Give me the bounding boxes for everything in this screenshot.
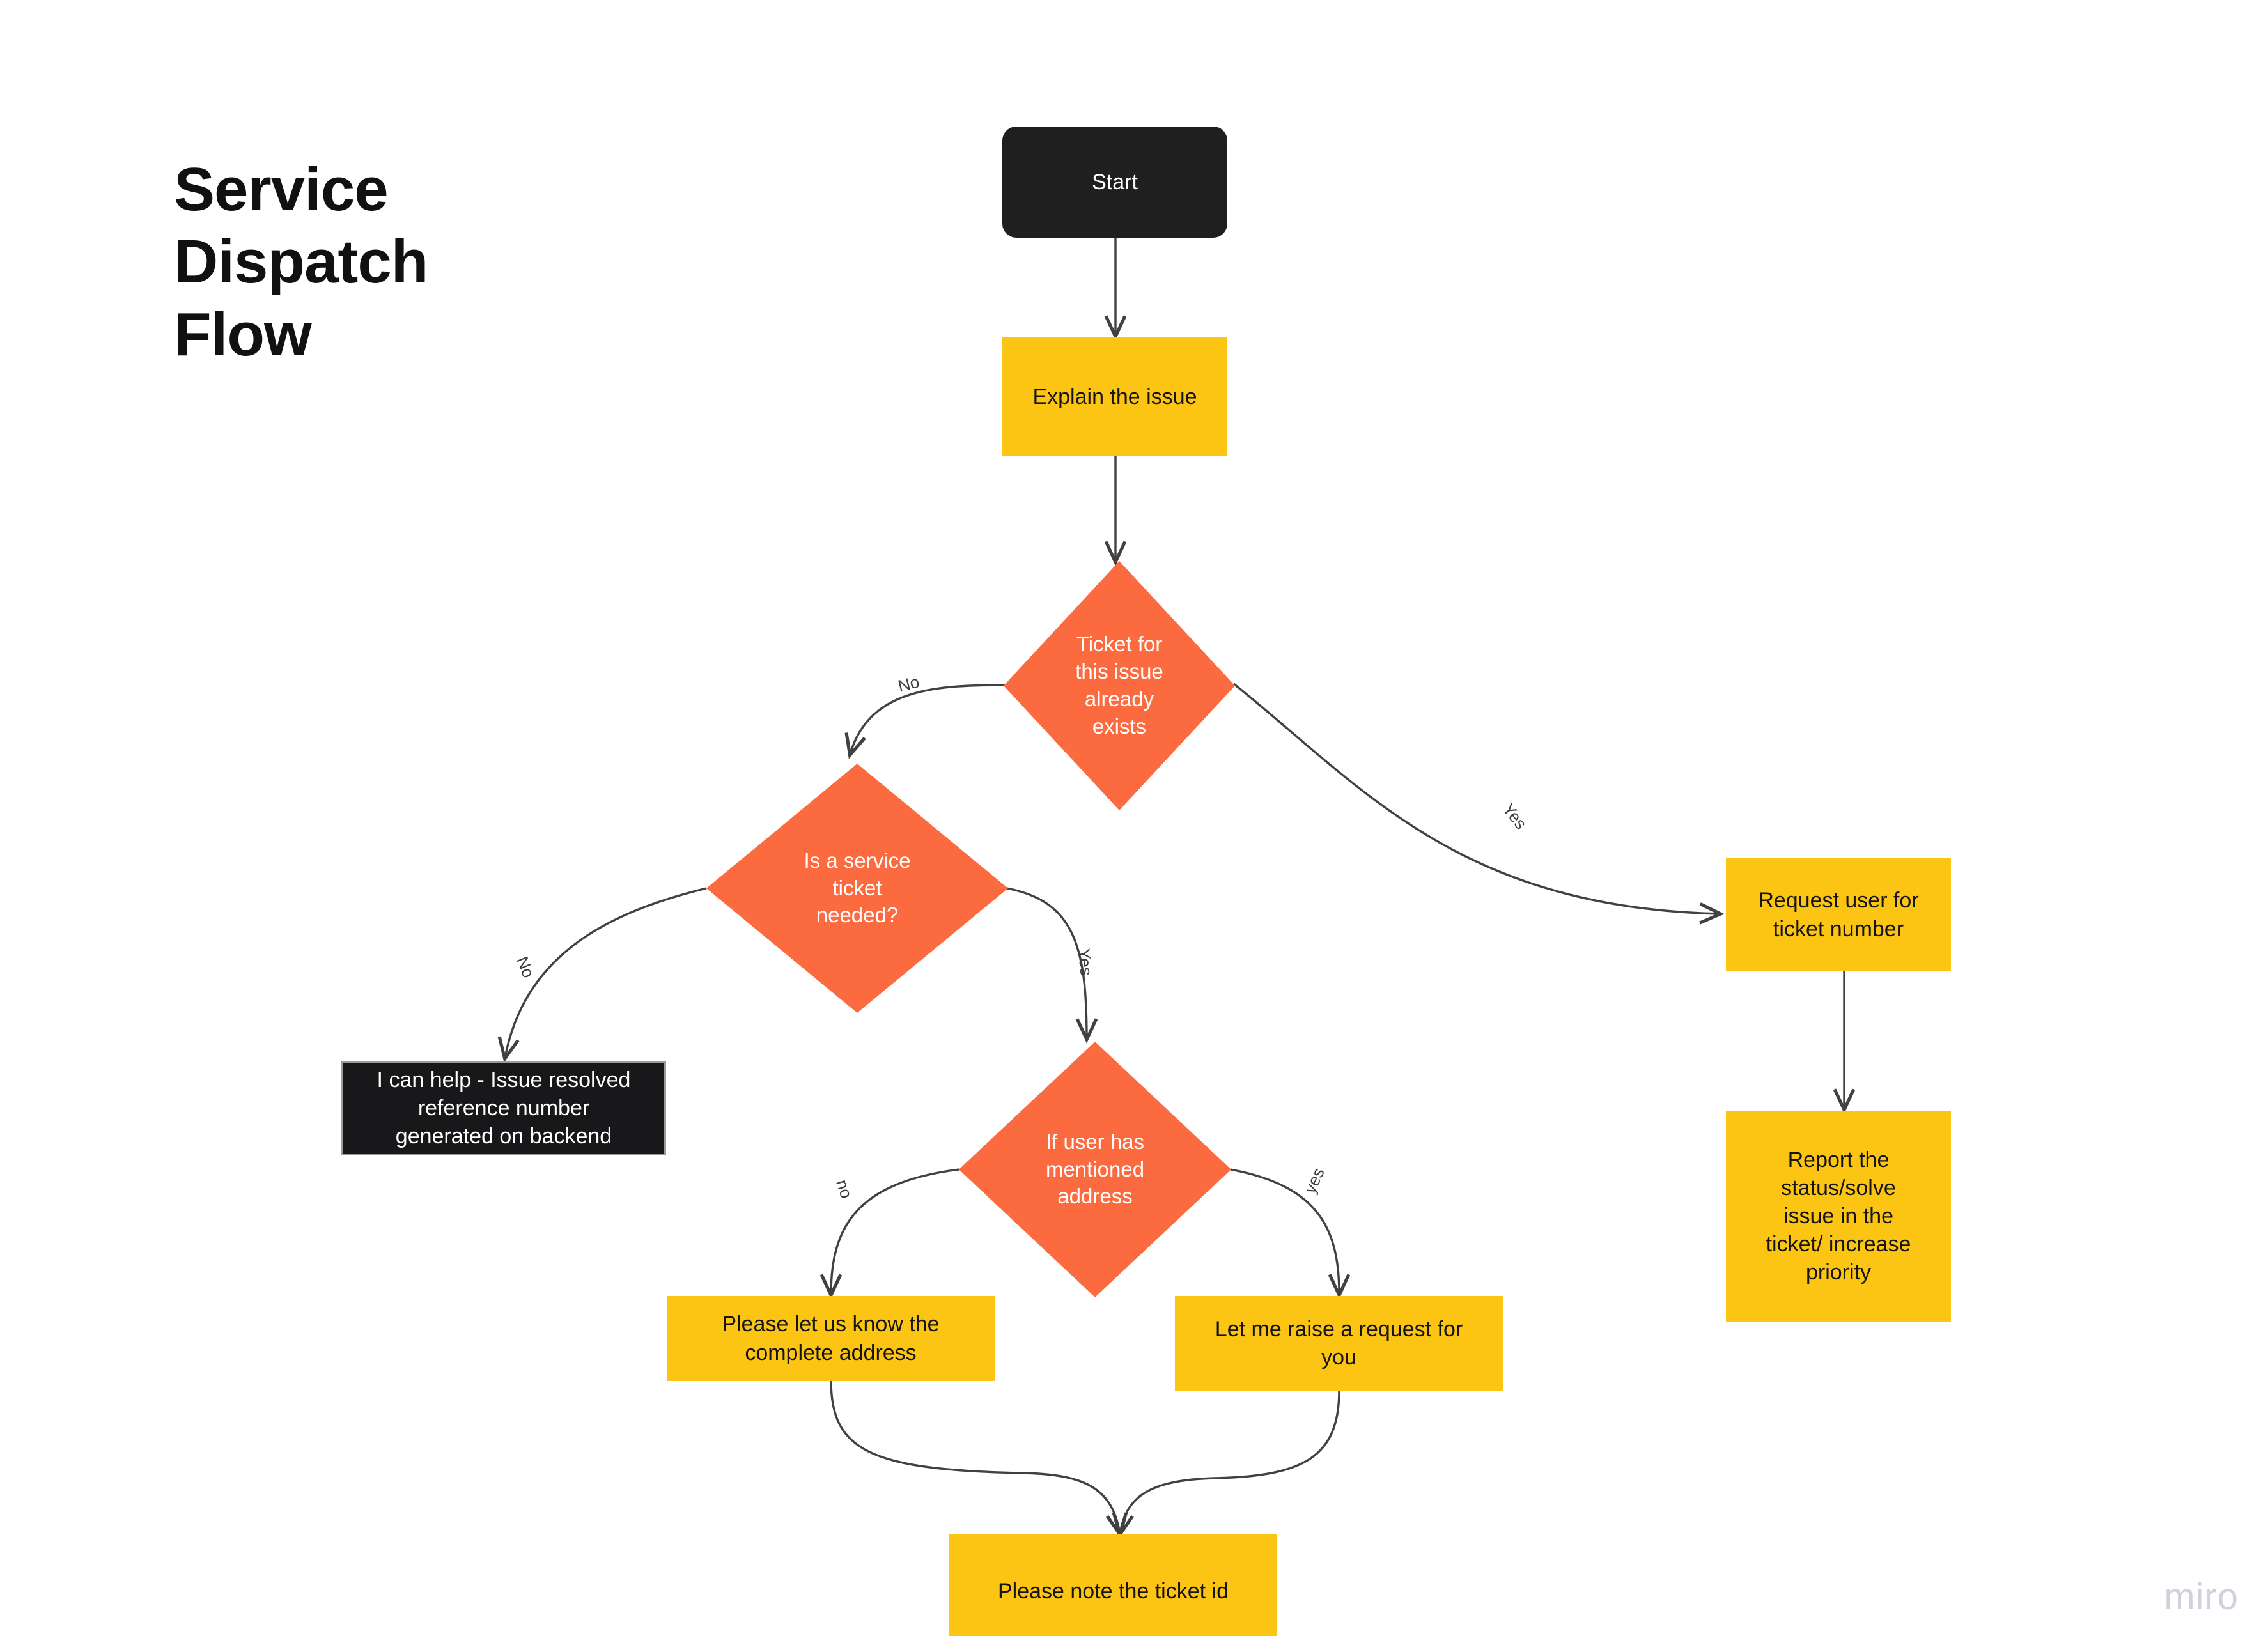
edge-label-address-yes: yes	[1300, 1164, 1328, 1196]
edge-label-service-ticket-yes: Yes	[1074, 947, 1096, 977]
node-report-status-label: Report the status/solve issue in the tic…	[1766, 1147, 1911, 1285]
node-raise-request-label: Let me raise a request for you	[1215, 1316, 1463, 1370]
node-address-mentioned-decision[interactable]: If user has mentioned address	[959, 1042, 1231, 1297]
node-request-ticket-number[interactable]: Request user for ticket number	[1726, 858, 1951, 971]
node-address-mentioned-label: If user has mentioned address	[1045, 1129, 1145, 1208]
node-complete-address-label: Please let us know the complete address	[722, 1312, 940, 1365]
node-request-ticket-number-label: Request user for ticket number	[1758, 888, 1919, 941]
node-service-ticket-needed-label: Is a service ticket needed?	[804, 848, 911, 927]
node-raise-request[interactable]: Let me raise a request for you	[1175, 1296, 1503, 1391]
edge-label-service-ticket-no: No	[512, 953, 539, 981]
node-start[interactable]: Start	[1002, 127, 1227, 238]
node-report-status[interactable]: Report the status/solve issue in the tic…	[1726, 1111, 1951, 1322]
edge-ticket-exists-no-to-service-ticket	[850, 684, 1009, 754]
node-complete-address[interactable]: Please let us know the complete address	[667, 1296, 995, 1381]
edge-label-ticket-exists-no: No	[896, 672, 922, 696]
node-ticket-exists-decision[interactable]: Ticket for this issue already exists	[1004, 561, 1235, 810]
node-note-ticket-id[interactable]: Please note the ticket id	[949, 1534, 1277, 1636]
node-ticket-exists-label: Ticket for this issue already exists	[1075, 632, 1163, 738]
page-title: Service Dispatch Flow	[174, 155, 428, 369]
miro-watermark: miro	[2164, 1576, 2239, 1617]
edge-complete-address-to-note-ticket-id	[830, 1380, 1120, 1534]
node-start-label: Start	[1092, 169, 1138, 194]
node-i-can-help-label: I can help - Issue resolved reference nu…	[377, 1067, 631, 1149]
node-explain-issue-label: Explain the issue	[1032, 384, 1197, 409]
edge-ticket-exists-yes-to-request-ticket-number	[1232, 683, 1720, 914]
edge-address-yes-to-raise-request	[1230, 1168, 1339, 1294]
node-i-can-help[interactable]: I can help - Issue resolved reference nu…	[341, 1061, 666, 1155]
edge-label-ticket-exists-yes: Yes	[1498, 799, 1531, 833]
node-note-ticket-id-label: Please note the ticket id	[997, 1578, 1229, 1603]
edge-raise-request-to-note-ticket-id	[1120, 1389, 1340, 1534]
node-service-ticket-needed-decision[interactable]: Is a service ticket needed?	[706, 764, 1008, 1013]
edge-label-address-no: no	[832, 1177, 857, 1201]
node-explain-issue[interactable]: Explain the issue	[1002, 337, 1227, 456]
